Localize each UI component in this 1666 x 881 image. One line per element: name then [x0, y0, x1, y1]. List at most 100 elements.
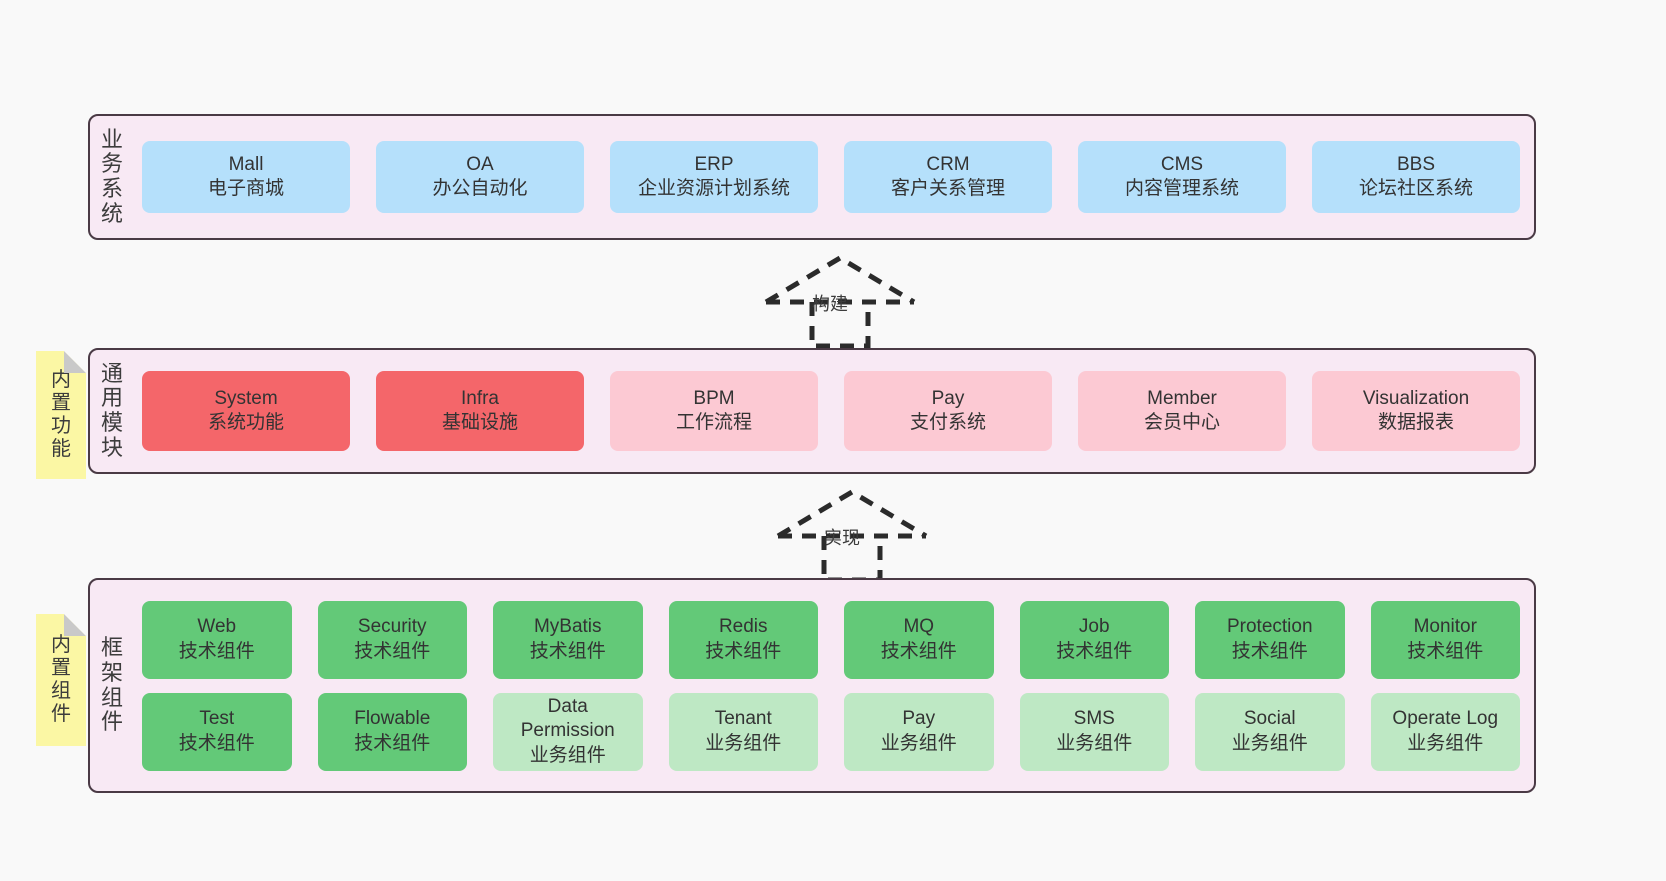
- card-title-en: CMS: [1160, 153, 1204, 175]
- layer-title-framework-component: 框架组件: [90, 580, 134, 791]
- card-title-cn: 技术组件: [529, 640, 606, 662]
- sticky-note-builtin-component: 内置组件: [36, 614, 86, 746]
- arrow-label-build: 构建: [812, 294, 848, 314]
- card-title-en: MyBatis: [533, 616, 602, 638]
- card-mybatis[interactable]: MyBatis 技术组件: [493, 600, 643, 679]
- card-redis[interactable]: Redis 技术组件: [668, 600, 818, 679]
- dashed-generalization-arrow-icon: [764, 255, 916, 349]
- layer-title-text: 框架组件: [100, 635, 123, 735]
- layer-title-common-module: 通用模块: [90, 350, 134, 472]
- sticky-note-builtin-function: 内置功能: [36, 351, 86, 479]
- card-title-en: Visualization: [1362, 387, 1470, 409]
- card-security[interactable]: Security 技术组件: [317, 600, 467, 679]
- card-title-en: OA: [466, 153, 494, 175]
- card-title-cn: 论坛社区系统: [1358, 178, 1473, 199]
- card-member[interactable]: Member 会员中心: [1078, 371, 1286, 451]
- card-web[interactable]: Web 技术组件: [142, 600, 292, 679]
- card-crm[interactable]: CRM 客户关系管理: [844, 141, 1052, 213]
- card-pay[interactable]: Pay 支付系统: [844, 371, 1052, 451]
- card-title-en: Social: [1243, 708, 1296, 730]
- card-title-cn: 业务组件: [1407, 732, 1484, 754]
- card-operate-log[interactable]: Operate Log 业务组件: [1370, 692, 1520, 771]
- card-sms[interactable]: SMS 业务组件: [1019, 692, 1169, 771]
- card-title-cn: 基础设施: [441, 412, 518, 433]
- card-title-en: ERP: [694, 153, 734, 175]
- card-title-cn: 技术组件: [178, 640, 255, 662]
- layer-body-business-system: Mall 电子商城 OA 办公自动化 ERP 企业资源计划系统 CRM 客户关系…: [134, 116, 1534, 238]
- card-title-cn: 技术组件: [354, 640, 431, 662]
- card-title-en: Infra: [460, 387, 500, 409]
- card-row: Web 技术组件 Security 技术组件 MyBatis 技术组件 Redi…: [142, 600, 1520, 679]
- card-bbs[interactable]: BBS 论坛社区系统: [1312, 141, 1520, 213]
- card-title-cn: 会员中心: [1143, 412, 1220, 433]
- card-oa[interactable]: OA 办公自动化: [376, 141, 584, 213]
- card-title-en: BBS: [1396, 153, 1436, 175]
- card-title-cn: 技术组件: [354, 732, 431, 754]
- card-title-en: Web: [197, 616, 237, 638]
- card-title-cn: 支付系统: [909, 412, 986, 433]
- card-flowable[interactable]: Flowable 技术组件: [317, 692, 467, 771]
- card-title-en: Mall: [228, 153, 264, 175]
- sticky-fold-corner-icon: [64, 351, 86, 373]
- card-title-cn: 技术组件: [1231, 640, 1308, 662]
- card-title-cn: 电子商城: [207, 178, 284, 199]
- card-mq[interactable]: MQ 技术组件: [844, 600, 994, 679]
- layer-title-business-system: 业务系统: [90, 116, 134, 238]
- layer-business-system: 业务系统 Mall 电子商城 OA 办公自动化 ERP 企业资源计划系统 CRM: [88, 114, 1536, 240]
- card-title-cn: 业务组件: [529, 744, 606, 766]
- arrow-build: 构建: [750, 252, 930, 349]
- sticky-note-text: 内置功能: [51, 369, 71, 460]
- card-erp[interactable]: ERP 企业资源计划系统: [610, 141, 818, 213]
- card-title-cn: 工作流程: [675, 412, 752, 433]
- card-title-cn: 技术组件: [178, 732, 255, 754]
- card-monitor[interactable]: Monitor 技术组件: [1370, 600, 1520, 679]
- card-title-en: CRM: [926, 153, 970, 175]
- card-title-cn: 内容管理系统: [1124, 178, 1239, 199]
- card-row: Test 技术组件 Flowable 技术组件 Data Permission …: [142, 692, 1520, 771]
- card-mall[interactable]: Mall 电子商城: [142, 141, 350, 213]
- card-title-cn: 企业资源计划系统: [637, 178, 790, 199]
- sticky-note-text: 内置组件: [51, 634, 71, 725]
- card-title-cn: 数据报表: [1377, 412, 1454, 433]
- card-title-cn: 技术组件: [880, 640, 957, 662]
- card-title-en: System: [214, 387, 278, 409]
- card-infra[interactable]: Infra 基础设施: [376, 371, 584, 451]
- layer-common-module: 通用模块 System 系统功能 Infra 基础设施 BPM 工作流程 Pay: [88, 348, 1536, 474]
- card-title-cn: 技术组件: [1407, 640, 1484, 662]
- card-title-en: Monitor: [1413, 616, 1477, 638]
- layer-framework-component: 框架组件 Web 技术组件 Security 技术组件 MyBatis 技术组件…: [88, 578, 1536, 793]
- arrow-implement: 实现: [762, 486, 942, 583]
- card-title-en: BPM: [693, 387, 735, 409]
- card-title-en: SMS: [1073, 708, 1115, 730]
- card-data-permission[interactable]: Data Permission 业务组件: [493, 692, 643, 771]
- card-title-en: Flowable: [354, 708, 431, 730]
- card-social[interactable]: Social 业务组件: [1195, 692, 1345, 771]
- card-title-en: Pay: [902, 708, 936, 730]
- card-protection[interactable]: Protection 技术组件: [1195, 600, 1345, 679]
- card-title-en: Job: [1078, 616, 1110, 638]
- card-title-cn: 办公自动化: [432, 178, 528, 199]
- card-cms[interactable]: CMS 内容管理系统: [1078, 141, 1286, 213]
- card-title-cn: 业务组件: [705, 732, 782, 754]
- card-pay-business[interactable]: Pay 业务组件: [844, 692, 994, 771]
- card-tenant[interactable]: Tenant 业务组件: [668, 692, 818, 771]
- card-title-en: Data Permission: [520, 696, 615, 742]
- card-title-cn: 业务组件: [1056, 732, 1133, 754]
- card-title-en: Member: [1147, 387, 1217, 409]
- card-title-en: Security: [357, 616, 427, 638]
- card-title-en: Test: [199, 708, 235, 730]
- card-test[interactable]: Test 技术组件: [142, 692, 292, 771]
- sticky-fold-corner-icon: [64, 614, 86, 636]
- card-title-en: Pay: [931, 387, 965, 409]
- layer-title-text: 业务系统: [100, 126, 123, 226]
- layer-body-common-module: System 系统功能 Infra 基础设施 BPM 工作流程 Pay 支付系统…: [134, 350, 1534, 472]
- card-job[interactable]: Job 技术组件: [1019, 600, 1169, 679]
- card-system[interactable]: System 系统功能: [142, 371, 350, 451]
- card-bpm[interactable]: BPM 工作流程: [610, 371, 818, 451]
- layer-body-framework-component: Web 技术组件 Security 技术组件 MyBatis 技术组件 Redi…: [134, 580, 1534, 791]
- card-visualization[interactable]: Visualization 数据报表: [1312, 371, 1520, 451]
- arrow-label-implement: 实现: [824, 528, 860, 548]
- card-title-en: Operate Log: [1392, 708, 1499, 730]
- layer-title-text: 通用模块: [100, 360, 123, 460]
